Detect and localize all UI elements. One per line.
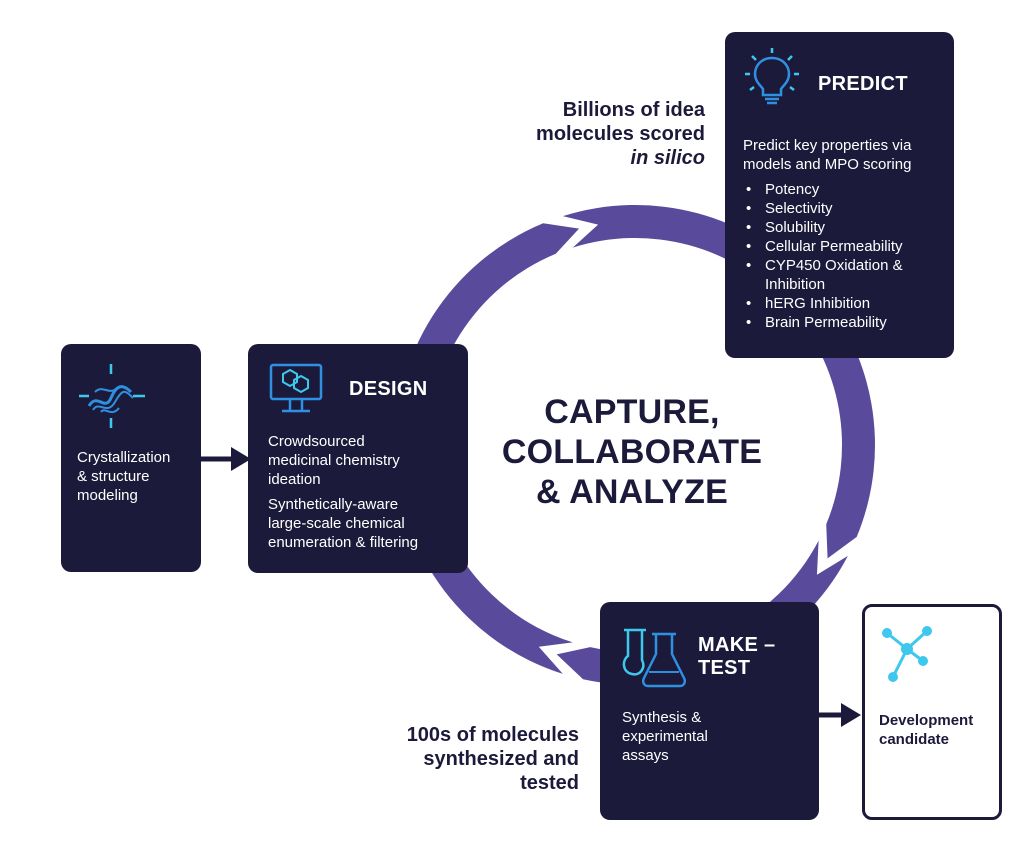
arrow-to-candidate [819, 703, 861, 727]
candidate-line-2: candidate [879, 731, 950, 748]
monitor-molecule-icon [269, 363, 323, 413]
design-para1-line-2: medicinal chemistry [268, 452, 400, 469]
crystal-text-line-3: modeling [77, 487, 138, 504]
crystal-text-line-2: & structure [77, 468, 150, 485]
development-candidate-card: Development candidate [862, 604, 1002, 820]
center-title-line-3: & ANALYZE [536, 473, 728, 511]
make-test-title-line-2: TEST [698, 657, 751, 679]
design-para2-line-1: Synthetically-aware [268, 496, 399, 513]
callout-bottom-line-3: tested [520, 772, 579, 794]
center-title: CAPTURE, COLLABORATE & ANALYZE [500, 392, 764, 512]
make-test-body-line-3: assays [622, 747, 669, 764]
property-item: CYP450 Oxidation & Inhibition [743, 256, 951, 294]
crystal-text-line-1: Crystallization [77, 449, 171, 466]
design-para2-line-2: large-scale chemical [268, 515, 405, 532]
callout-top-line-2: molecules scored [536, 123, 705, 145]
crystallization-card: Crystallization & structure modeling [61, 344, 201, 572]
predict-card: PREDICT Predict key properties via model… [725, 32, 954, 358]
lightbulb-icon [745, 48, 799, 105]
predict-intro-line-1: Predict key properties via [743, 137, 912, 154]
arrow-to-design [201, 447, 251, 471]
property-item: Potency [743, 180, 951, 199]
callout-synthesized: 100s of molecules synthesized and tested [340, 723, 579, 795]
development-candidate-label: Development candidate [879, 711, 1003, 749]
design-para2-line-3: enumeration & filtering [268, 534, 419, 551]
protein-structure-icon [79, 364, 145, 428]
predict-title: PREDICT [818, 73, 908, 95]
design-card: DESIGN Crowdsourced medicinal chemistry … [248, 344, 468, 573]
candidate-line-1: Development [879, 712, 974, 729]
property-item-line-2: Inhibition [765, 276, 826, 293]
property-item: Selectivity [743, 199, 951, 218]
callout-bottom-line-1: 100s of molecules [406, 724, 579, 746]
callout-in-silico: Billions of idea molecules scored in sil… [470, 98, 705, 170]
make-test-title: MAKE – TEST [698, 634, 775, 680]
property-item: Brain Permeability [743, 313, 951, 332]
make-test-body-line-1: Synthesis & [622, 709, 702, 726]
callout-top-line-3: in silico [630, 147, 705, 169]
callout-top-line-1: Billions of idea [562, 99, 705, 121]
callout-bottom-line-2: synthesized and [423, 748, 579, 770]
property-item: Cellular Permeability [743, 237, 951, 256]
make-test-card: MAKE – TEST Synthesis & experimental ass… [600, 602, 819, 820]
molecule-network-icon [882, 626, 932, 682]
design-para1-line-1: Crowdsourced [268, 433, 365, 450]
make-test-title-line-1: MAKE – [698, 634, 776, 656]
predict-intro-line-2: models and MPO scoring [743, 156, 912, 173]
property-list: Potency Selectivity Solubility Cellular … [743, 180, 951, 332]
center-title-line-1: CAPTURE, [544, 393, 720, 431]
property-item: Solubility [743, 218, 951, 237]
design-title: DESIGN [349, 378, 428, 400]
property-item-line-1: CYP450 Oxidation & [765, 257, 903, 274]
lab-flask-icon [622, 628, 687, 688]
design-para1-line-3: ideation [268, 471, 321, 488]
make-test-body-line-2: experimental [622, 728, 708, 745]
center-title-line-2: COLLABORATE [501, 433, 763, 471]
property-item: hERG Inhibition [743, 294, 951, 313]
